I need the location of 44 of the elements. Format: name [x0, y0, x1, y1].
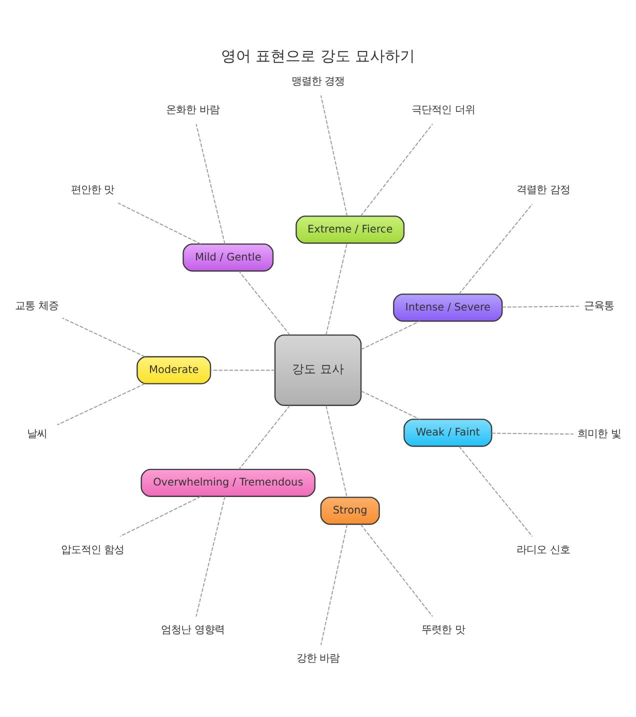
node-text: 뚜렷한 맛: [421, 623, 465, 636]
connector: [210, 369, 276, 370]
connector: [238, 270, 290, 335]
node-text: 압도적인 함성: [60, 543, 124, 556]
connector: [119, 496, 202, 536]
node-box: Weak / Faint: [404, 418, 492, 446]
node-text: 날씨: [26, 428, 47, 440]
connector: [458, 203, 533, 294]
connector: [458, 445, 533, 536]
connector: [320, 523, 348, 645]
node-text: 맹렬한 경쟁: [291, 75, 345, 88]
connector: [56, 382, 146, 425]
connector: [360, 320, 420, 350]
node-box: Moderate: [136, 356, 212, 384]
node-text: 라디오 신호: [516, 543, 570, 556]
connector: [196, 123, 226, 244]
connector: [491, 432, 574, 434]
connector: [360, 390, 420, 420]
connector: [326, 404, 348, 498]
node-text: 강한 바람: [296, 652, 340, 664]
node-text: 근육통: [584, 299, 614, 312]
connector: [502, 305, 580, 308]
node-text: 편안한 맛: [70, 184, 114, 196]
connector: [360, 523, 434, 616]
node-text: 격렬한 감정: [516, 184, 570, 196]
connector: [62, 317, 146, 357]
connector: [360, 122, 434, 216]
connector: [326, 242, 348, 335]
node-text: 교통 체증: [15, 299, 59, 312]
node-text: 온화한 바람: [166, 104, 220, 116]
connector: [196, 496, 226, 616]
node-box: Overwhelming / Tremendous: [140, 468, 316, 496]
node-box: Mild / Gentle: [182, 242, 274, 272]
connector: [320, 94, 348, 216]
node-text: 희미한 빛: [577, 428, 621, 440]
node-box: Intense / Severe: [393, 293, 503, 322]
node-box: 강도 묘사: [274, 334, 362, 406]
node-text: 엄청난 영향력: [161, 623, 225, 636]
node-text: 극단적인 더위: [411, 104, 475, 116]
connector: [118, 202, 202, 244]
diagram-title: 영어 표현으로 강도 묘사하기: [220, 46, 416, 64]
connector: [238, 404, 290, 470]
node-box: Extreme / Fierce: [296, 215, 405, 244]
node-box: Strong: [320, 496, 380, 524]
